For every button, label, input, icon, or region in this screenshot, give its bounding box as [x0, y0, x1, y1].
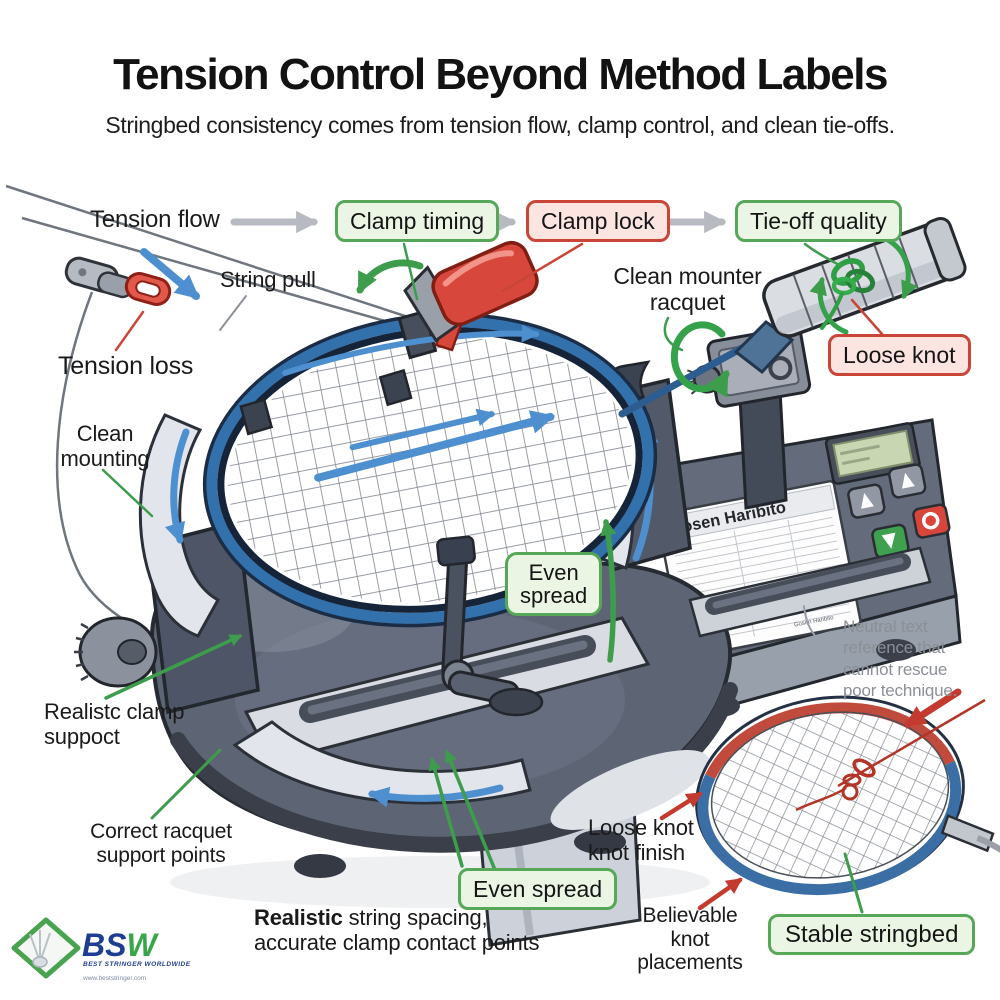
logo-tagline: BEST STRINGER WORLDWIDE: [83, 961, 191, 968]
flow-step-clamp-lock: Clamp lock: [526, 200, 670, 243]
bed-clamp-icon: [239, 398, 274, 436]
realistic-spacing-rest: string spacing, accurate clamp contact p…: [254, 905, 540, 955]
even-spread-arrow-icon: [428, 757, 464, 868]
logo-text-blue: BS: [82, 927, 127, 963]
clamp-timing-leader: [402, 242, 419, 301]
red-clamp-tool: [403, 240, 539, 352]
logo-url: www.beststringer.com: [82, 975, 146, 982]
tension-loss-label: Tension loss: [58, 352, 194, 380]
bottom-arm: [232, 720, 532, 805]
stable-stringbed-leader: [843, 852, 864, 914]
bsw-logo: BSW BEST STRINGER WORLDWIDE www.beststri…: [11, 917, 191, 982]
right-rail: [688, 546, 932, 638]
frame-arrow-icon: [282, 324, 540, 376]
bottom-arm-arrow-icon: [367, 784, 504, 808]
neutral-note-label: Neutral text reference that cannot rescu…: [843, 617, 958, 700]
clamp-lock-leader: [501, 242, 584, 293]
even-spread-up-arrow-icon: [600, 518, 617, 663]
flow-step-tie-off-quality: Tie-off quality: [735, 200, 902, 243]
string-pull-label: String pull: [220, 267, 316, 292]
even-spread-top-badge: Even spread: [505, 552, 603, 617]
tension-loss-clip-icon: [124, 272, 172, 306]
page-subtitle: Stringbed consistency comes from tension…: [105, 112, 895, 138]
mounted-racquet: [202, 309, 658, 628]
realistic-spacing-bold: Realistic: [254, 905, 343, 930]
logo-text-green: W: [126, 927, 159, 963]
clamp-timing-arrow-icon: [356, 259, 424, 294]
shaft-circle-arrow-icon: [670, 321, 730, 398]
string-pull-arrow-icon: [140, 248, 200, 300]
inset-racquet: [550, 688, 1000, 911]
center-clamp: [436, 535, 544, 717]
page-title: Tension Control Beyond Method Labels: [113, 50, 888, 99]
flow-step-clamp-timing: Clamp timing: [335, 200, 500, 243]
realistic-clamp-support-label: Realistc clamp suppoct: [44, 699, 185, 749]
string-pull-leader: [219, 295, 247, 331]
panel-buttons: [847, 463, 951, 559]
loose-knot-badge: Loose knot: [828, 334, 971, 377]
clean-mounting-label: Clean mounting: [60, 421, 150, 471]
bed-clamp-2-icon: [378, 368, 413, 407]
svg-text:BSW: BSW: [82, 927, 159, 963]
loose-knot-leader: [850, 298, 884, 336]
inset-knot-icon: [795, 698, 986, 812]
clean-mounter-racquet-label: Clean mounter racquet: [613, 263, 762, 315]
tie-off-leader: [803, 242, 843, 268]
believable-knot-label: Believable knot placements: [637, 904, 743, 975]
loose-knot-arrow-icon: [659, 791, 703, 821]
tension-loss-leader: [114, 310, 145, 352]
knot-rotate-arrow-2-icon: [809, 276, 849, 335]
leader-lines: [101, 242, 884, 914]
inset-red-arrow-icon: [904, 688, 962, 728]
stable-stringbed-badge: Stable stringbed: [768, 914, 976, 956]
logo-diamond-icon: [11, 917, 81, 979]
tension-flow-arrow-icon: [314, 410, 556, 482]
clean-mounter-leader: [663, 316, 684, 352]
correct-racquet-leader: [150, 748, 222, 820]
string-gripper-icon: [64, 256, 134, 299]
racquet-handle-group: [618, 216, 967, 418]
loose-knot-finish-label: Loose knot knot finish: [588, 815, 694, 865]
believable-knot-arrow-icon: [697, 877, 743, 911]
neutral-note-leader: [803, 605, 841, 648]
clamp-support-arrow-icon: [104, 634, 243, 700]
even-spread-bottom-badge: Even spread: [458, 868, 618, 911]
clean-mounting-leader: [101, 468, 154, 518]
tie-off-knot-icon: [820, 258, 876, 330]
flow-step-tension-flow: Tension flow: [90, 206, 220, 233]
realistic-spacing-label: Realistic string spacing, accurate clamp…: [254, 905, 540, 955]
left-arm-arrow-icon: [164, 428, 190, 545]
stop-button[interactable]: [912, 503, 951, 539]
tension-flow-arrow-2-icon: [349, 408, 496, 451]
correct-racquet-support-label: Correct racquet support points: [90, 820, 232, 867]
